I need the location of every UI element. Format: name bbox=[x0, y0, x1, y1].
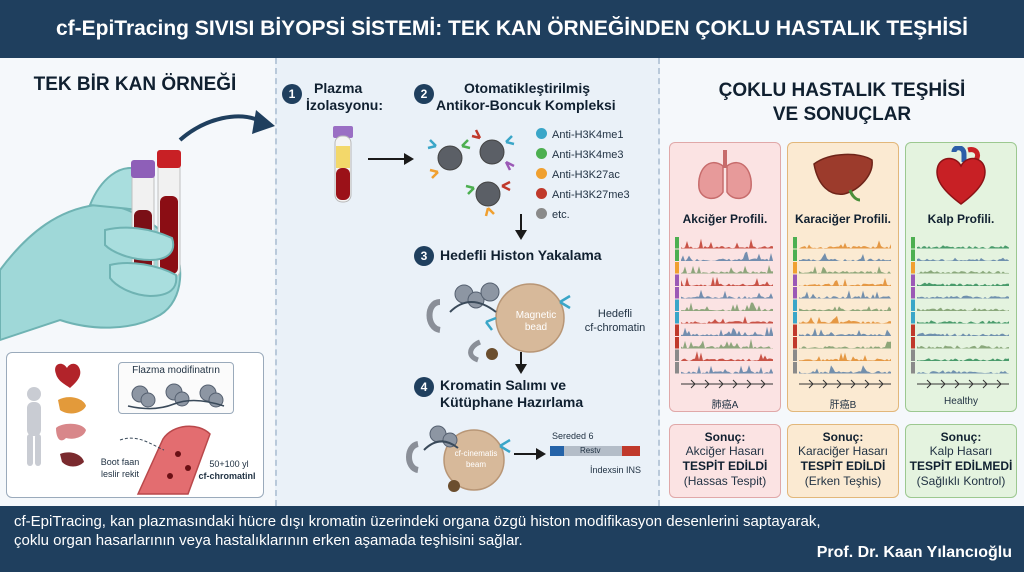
footer-line-2: çoklu organ hasarlarının veya hastalıkla… bbox=[14, 532, 523, 549]
legend-item-h3k27ac: Anti-H3K27ac bbox=[536, 168, 620, 181]
result-card-lung: Sonuç: Akciğer Hasarı TESPİT EDİLDİ (Has… bbox=[669, 424, 781, 498]
sequencing-bottom-label: İndexsin INS bbox=[590, 465, 642, 475]
heart-icon bbox=[936, 146, 986, 205]
plasma-tube-icon bbox=[333, 126, 353, 203]
step-2-title-line2: Antikor-Boncuk Kompleksi bbox=[436, 97, 616, 113]
gloved-hand-with-blood-tubes-illustration bbox=[0, 110, 275, 342]
result-title: Sonuç: bbox=[822, 430, 864, 444]
legend-item-etc: etc. bbox=[536, 208, 570, 221]
magnetic-bead-label-line2: bead bbox=[524, 322, 548, 333]
arrow-down-icon bbox=[515, 352, 527, 374]
inset-right-caption-line1: 50+100 yl bbox=[209, 459, 249, 469]
footer-author: Prof. Dr. Kaan Yılancıoğlu bbox=[816, 544, 1012, 561]
step-1-title-line2: İzolasyonu: bbox=[306, 97, 384, 113]
legend-dot-icon bbox=[536, 148, 547, 159]
result-organ-line: Akciğer Hasarı bbox=[685, 444, 765, 458]
arrow-down-icon bbox=[515, 214, 527, 240]
right-heading-line2: VE SONUÇLAR bbox=[772, 104, 912, 125]
left-heading: TEK BİR KAN ÖRNEĞİ bbox=[33, 74, 237, 95]
legend-dot-icon bbox=[536, 208, 547, 219]
result-note: (Hassas Tespit) bbox=[683, 474, 767, 488]
sequencing-middle-label: Restv bbox=[580, 446, 601, 455]
legend-dot-icon bbox=[536, 188, 547, 199]
chromatin-release-illustration bbox=[406, 425, 511, 492]
chip-track-panel-lung bbox=[675, 237, 773, 389]
nucleosome-cluster-icon bbox=[127, 383, 225, 410]
step-3-title: Hedefli Histon Yakalama bbox=[440, 247, 602, 263]
chip-track-panel-heart bbox=[911, 237, 1009, 389]
profile-name-liver: Karaciğer Profili. bbox=[794, 212, 892, 226]
targeted-chromatin-label-line1: Hedefli bbox=[597, 308, 633, 320]
arrow-right-icon bbox=[368, 153, 414, 165]
step-4-badge: 4 bbox=[414, 377, 434, 397]
legend-item-h3k4me3: Anti-H3K4me3 bbox=[536, 148, 624, 161]
inset-left-caption: Boot faan leslir rekit bbox=[100, 457, 140, 479]
sequencing-top-label: Sereded 6 bbox=[552, 431, 594, 441]
blood-vessel-icon bbox=[119, 425, 211, 495]
result-note: (Erken Teşhis) bbox=[804, 474, 882, 488]
step-4-title-line1: Kromatin Salımı ve bbox=[440, 377, 567, 393]
result-organ-line: Kalp Hasarı bbox=[929, 444, 993, 458]
plasma-modification-label: Flazma modifinatrın bbox=[132, 365, 220, 376]
legend-item-h3k4me1: Anti-H3K4me1 bbox=[536, 128, 624, 141]
legend-dot-icon bbox=[536, 168, 547, 179]
step-3-badge: 3 bbox=[414, 246, 434, 266]
release-bead-label-line1: cf-cinematis bbox=[454, 449, 498, 458]
body-and-organs-icon bbox=[27, 363, 86, 467]
result-status: TESPİT EDİLDİ bbox=[682, 459, 768, 473]
step-2-badge: 2 bbox=[414, 84, 434, 104]
lungs-icon bbox=[698, 150, 752, 200]
result-card-heart: Sonuç: Kalp Hasarı TESPİT EDİLMEDİ (Sağl… bbox=[905, 424, 1017, 498]
release-bead-label-line2: beam bbox=[465, 460, 486, 469]
liver-icon bbox=[813, 153, 873, 202]
right-heading-line1: ÇOKLU HASTALIK TEŞHİSİ bbox=[718, 80, 966, 101]
library-fragment-icon bbox=[550, 446, 640, 456]
step-1-title-line1: Plazma bbox=[314, 80, 363, 96]
legend-item-h3k27me3: Anti-H3K27me3 bbox=[536, 188, 630, 201]
profile-card-lung bbox=[669, 142, 781, 412]
result-status: TESPİT EDİLDİ bbox=[800, 459, 886, 473]
footer-description: cf-EpiTracing, kan plazmasındaki hücre d… bbox=[14, 512, 1014, 550]
magnetic-bead-label-line1: Magnetic bbox=[515, 310, 557, 321]
page-title: cf-EpiTracing SIVISI BİYOPSİ SİSTEMİ: TE… bbox=[55, 17, 969, 40]
profile-name-heart: Kalp Profili. bbox=[927, 212, 995, 226]
inset-right-caption-line2: cf-chromatinl bbox=[198, 471, 256, 481]
targeted-chromatin-label-line2: cf-chromatin bbox=[584, 322, 646, 334]
track-label-heart: Healthy bbox=[944, 396, 978, 407]
result-title: Sonuç: bbox=[704, 430, 746, 444]
result-note: (Sağlıklı Kontrol) bbox=[916, 474, 1006, 488]
step-1-badge: 1 bbox=[282, 84, 302, 104]
step-2-title-line1: Otomatikleştirilmiş bbox=[464, 80, 591, 96]
track-label-lung: 肺癌A bbox=[711, 400, 739, 411]
antibody-bead-complex-icon bbox=[427, 129, 515, 217]
footer-line-1: cf-EpiTracing, kan plazmasındaki hücre d… bbox=[14, 513, 821, 530]
step-4-title-line2: Kütüphane Hazırlama bbox=[440, 394, 584, 410]
result-card-liver: Sonuç: Karaciğer Hasarı TESPİT EDİLDİ (E… bbox=[787, 424, 899, 498]
chip-track-panel-liver bbox=[793, 237, 891, 389]
result-organ-line: Karaciğer Hasarı bbox=[797, 444, 889, 458]
result-title: Sonuç: bbox=[940, 430, 982, 444]
legend-dot-icon bbox=[536, 128, 547, 139]
arrow-right-icon bbox=[514, 448, 546, 460]
header-bar bbox=[0, 0, 1024, 58]
profile-name-lung: Akciğer Profili. bbox=[682, 212, 768, 226]
histone-capture-illustration bbox=[426, 282, 571, 363]
track-label-liver: 肝癌B bbox=[829, 400, 857, 411]
footer-bar bbox=[0, 506, 1024, 572]
result-status: TESPİT EDİLMEDİ bbox=[909, 459, 1013, 473]
